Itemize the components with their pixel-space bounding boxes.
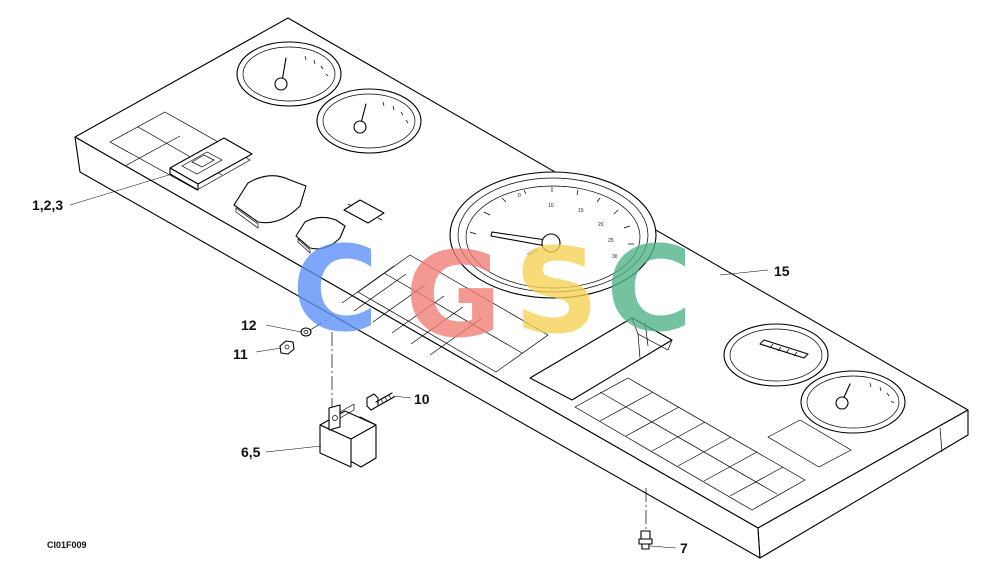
drawing-reference: CI01F009 <box>47 540 87 550</box>
hour-meter <box>723 323 829 387</box>
switch-blank-panel-right <box>574 377 806 511</box>
tacho-tick-label: 15 <box>578 208 584 214</box>
watermark-letter: C <box>606 220 693 358</box>
relay-assembly <box>319 332 377 468</box>
tachometer-gauge: 0 10 15 20 25 30 x100 <box>449 171 657 299</box>
indicator-holder <box>343 199 385 224</box>
tacho-tick-label: 20 <box>598 222 604 228</box>
bolt <box>366 392 395 411</box>
tacho-unit-label: x100 <box>526 248 539 258</box>
gauge-upper-left <box>236 41 342 107</box>
gauge-upper-mid <box>316 88 422 154</box>
callout-label: 11 <box>233 346 248 362</box>
watermark-letter: C <box>292 220 379 358</box>
watermark-letter: G <box>405 226 502 364</box>
callout-label: 12 <box>241 317 257 333</box>
lamp-bulb <box>638 488 653 550</box>
gauge-lower-right <box>800 370 906 434</box>
assembly-axis <box>309 317 331 331</box>
callout-label: 1,2,3 <box>32 197 63 213</box>
switch-blank-panel-center <box>341 254 549 373</box>
watermark-letter: S <box>514 222 599 360</box>
callout-label: 7 <box>680 540 688 556</box>
callout-label: 10 <box>414 391 430 407</box>
panel-recess <box>529 317 673 401</box>
warning-lamp-small <box>295 216 346 254</box>
blank-cover-right <box>767 419 852 468</box>
callout-label: 6,5 <box>241 444 261 460</box>
tacho-tick-label: 25 <box>608 238 614 244</box>
leader-lines <box>69 173 769 549</box>
nut <box>279 340 295 355</box>
cgsc-watermark: C G S C <box>292 220 693 364</box>
callout-label: 15 <box>774 263 790 279</box>
tacho-tick-label: 30 <box>612 254 618 260</box>
rocker-switch <box>169 137 253 191</box>
warning-lamp-large <box>233 175 307 229</box>
tacho-tick-label: 10 <box>548 203 554 209</box>
tacho-tick-label: 0 <box>518 193 521 199</box>
